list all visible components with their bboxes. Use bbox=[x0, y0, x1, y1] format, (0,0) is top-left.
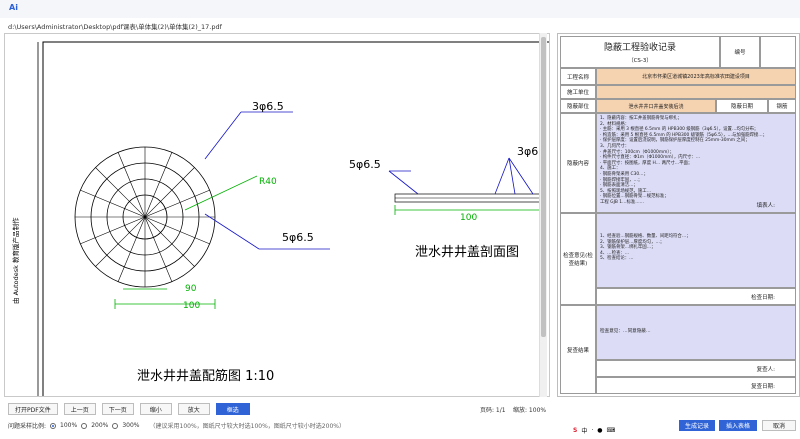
section-title: 泄水井井盖剖面图 bbox=[415, 245, 519, 260]
construction-unit-label: 施工单位 bbox=[566, 90, 589, 96]
ratio-200-label: 200% bbox=[91, 422, 109, 429]
content-line: 1、隐蔽内容：按工井盖钢筋骨架与绑扎； bbox=[600, 116, 682, 121]
inspector-label: 检查日期: bbox=[751, 294, 775, 301]
project-label: 工程名称 bbox=[566, 74, 589, 81]
hidden-part-label: 隐蔽部位 bbox=[566, 104, 589, 110]
ime-logo-icon[interactable]: S bbox=[573, 426, 578, 434]
content-line: · 井盖尺寸：100cm（Φ1000mm）； bbox=[600, 149, 674, 155]
ime-chinese-icon[interactable]: 中 bbox=[581, 427, 588, 435]
app-logo: Ai bbox=[9, 3, 18, 12]
file-path: d:\Users\Administrator\Desktop\pdf课表\单体集… bbox=[8, 23, 222, 31]
content-line: · 钢筋表面清洁…； bbox=[600, 183, 638, 189]
next-page-button[interactable]: 下一页 bbox=[101, 403, 134, 415]
ratio-note: （建议采用100%，图纸尺寸较大时选100%，图纸尺寸较小时选200%） bbox=[149, 423, 345, 430]
review-text: 检查意见：…同意隐蔽… bbox=[600, 329, 651, 334]
content-line: · 钢筋焊接牢固，…； bbox=[600, 177, 643, 183]
inspection-label: 检查意见(检查结果) bbox=[563, 253, 593, 267]
content-text-cell[interactable]: 1、隐蔽内容：按工井盖钢筋骨架与绑扎； 2、材料规格： · 主筋：采用 3 根直… bbox=[596, 113, 796, 213]
steel-label: 钢筋 bbox=[776, 104, 788, 110]
plan-top-rebar: 3φ6.5 bbox=[252, 100, 284, 113]
viewer-toolbar: 打开PDF文件 上一页 下一页 缩小 放大 框选 bbox=[8, 403, 250, 415]
title-bar: Ai bbox=[0, 0, 800, 18]
content-line: · 钢筋位置…钢筋骨架…规范标准； bbox=[600, 194, 669, 200]
zoom-out-button[interactable]: 缩小 bbox=[139, 403, 172, 415]
form-actions: 生成记录 插入表格 取消 bbox=[559, 420, 800, 432]
hidden-part-value: 泄水井井口井盖安装后浇 bbox=[628, 103, 684, 110]
inspection-line: 4、…检查：… bbox=[600, 250, 630, 256]
section-dim-100: 100 bbox=[460, 213, 477, 223]
inspection-line: 5、检查结论：… bbox=[600, 256, 634, 262]
viewer-scrollbar[interactable] bbox=[539, 33, 547, 397]
acceptance-form: 隐蔽工程验收记录 （CS-3） 编号 工程名称 北京市怀柔区道城镇2023年高标… bbox=[560, 36, 796, 394]
cad-drawing: 3φ6.5 5φ6.5 R40 90 100 泄水井井盖配筋图 1:10 5φ6… bbox=[11, 41, 549, 396]
section-right-rebar: 3φ6 bbox=[517, 145, 538, 158]
cancel-button[interactable]: 取消 bbox=[762, 420, 796, 431]
pdf-viewer[interactable]: 3φ6.5 5φ6.5 R40 90 100 泄水井井盖配筋图 1:10 5φ6… bbox=[4, 33, 550, 397]
project-value-cell[interactable]: 北京市怀柔区道城镇2023年高标准农田建设项目 bbox=[596, 68, 796, 85]
ratio-100-label: 100% bbox=[60, 422, 78, 429]
acceptance-form-panel: 隐蔽工程验收记录 （CS-3） 编号 工程名称 北京市怀柔区道城镇2023年高标… bbox=[557, 33, 800, 397]
inspection-line: 3、钢筋骨架…绑扎牢固…； bbox=[600, 245, 656, 251]
content-line: · 主筋：采用 3 根直径 6.5mm 的 HPB300 级钢筋（3φ6.5），… bbox=[600, 127, 759, 133]
plan-title: 泄水井井盖配筋图 1:10 bbox=[137, 368, 274, 384]
review-label: 复查结果 bbox=[566, 347, 589, 354]
zoom-info: 缩放: 100% bbox=[513, 407, 547, 414]
ratio-100-radio[interactable] bbox=[50, 422, 57, 429]
content-label: 隐蔽内容 bbox=[566, 161, 589, 167]
form-title: 隐蔽工程验收记录 bbox=[603, 43, 676, 53]
form-code: （CS-3） bbox=[628, 58, 652, 64]
number-label: 编号 bbox=[734, 50, 746, 56]
ime-mic-icon[interactable]: ● bbox=[597, 426, 603, 434]
inspection-text-cell[interactable]: 1、经查验…钢筋规格、数量、间距均符合…； 2、钢筋保护层…厚度均匀，…； 3、… bbox=[596, 213, 796, 288]
content-line: · 构造筋：采用 5 根直径 6.5mm 的 HPB300 级钢筋（5φ6.5）… bbox=[600, 132, 768, 138]
plan-bottom-rebar: 5φ6.5 bbox=[282, 231, 314, 244]
ratio-200-radio[interactable] bbox=[81, 422, 88, 429]
inspection-line: 1、经查验…钢筋规格、数量、间距均符合…； bbox=[600, 234, 691, 239]
review-text-cell[interactable]: 检查意见：…同意隐蔽… bbox=[596, 305, 796, 360]
scroll-thumb[interactable] bbox=[541, 37, 546, 337]
ratio-label: 问题采样比例: bbox=[8, 423, 47, 430]
review-date-label: 复查日期: bbox=[751, 383, 775, 390]
number-value[interactable] bbox=[760, 36, 796, 68]
zoom-in-button[interactable]: 放大 bbox=[177, 403, 210, 415]
generate-record-button[interactable]: 生成记录 bbox=[679, 420, 715, 431]
open-pdf-button[interactable]: 打开PDF文件 bbox=[8, 403, 58, 415]
reporter-label: 填表人: bbox=[756, 203, 775, 209]
content-line: · 构件尺寸直径：Φ1m（Φ1000mm），内尺寸：… bbox=[600, 155, 701, 161]
content-line: 工程 GJB 1…标准…… bbox=[600, 199, 645, 205]
ratio-300-radio[interactable] bbox=[112, 422, 119, 429]
ime-toolbar: S 中 · ● ⌨ bbox=[573, 425, 615, 435]
content-line: · 保护层厚度：设置后浇说明，钢筋保护层厚度控制在 25mm-30mm 之间； bbox=[600, 138, 750, 144]
insert-table-button[interactable]: 插入表格 bbox=[719, 420, 757, 431]
project-value: 北京市怀柔区道城镇2023年高标准农田建设项目 bbox=[642, 74, 750, 80]
hidden-part-cell[interactable]: 泄水井井口井盖安装后浇 bbox=[596, 99, 716, 113]
content-line: 3、几何尺寸： bbox=[600, 143, 630, 149]
ime-punct-icon[interactable]: · bbox=[591, 426, 594, 434]
inspection-line: 2、钢筋保护层…厚度均匀，…； bbox=[600, 239, 665, 245]
reviewer-label: 复查人: bbox=[756, 366, 775, 373]
section-left-rebar: 5φ6.5 bbox=[349, 158, 381, 171]
content-line: 2、材料规格： bbox=[600, 121, 630, 127]
select-button[interactable]: 框选 bbox=[215, 403, 250, 415]
construction-unit-value[interactable] bbox=[596, 85, 796, 99]
content-line: 5、按照现场规范，施工… bbox=[600, 188, 652, 194]
plan-dim-r: R40 bbox=[259, 177, 277, 187]
ratio-300-label: 300% bbox=[122, 422, 140, 429]
side-label: 由 Autodesk 教育版产品制作 bbox=[11, 217, 20, 304]
content-line: 4、施工： bbox=[600, 166, 621, 172]
plan-dim-90: 90 bbox=[185, 284, 197, 294]
ime-keyboard-icon[interactable]: ⌨ bbox=[606, 426, 616, 434]
hidden-date-label: 隐蔽日期 bbox=[730, 104, 753, 110]
sampling-ratio-row: 问题采样比例: 100% 200% 300% （建议采用100%，图纸尺寸较大时… bbox=[8, 421, 345, 430]
plan-dim-100: 100 bbox=[183, 301, 200, 311]
content-line: · 钢筋骨架采用 C30…； bbox=[600, 171, 648, 177]
content-line: · 平面尺寸：按图纸，厚度 H… 两尺寸…平面； bbox=[600, 160, 693, 166]
prev-page-button[interactable]: 上一页 bbox=[63, 403, 96, 415]
page-info: 页码: 1/1 bbox=[480, 407, 506, 414]
